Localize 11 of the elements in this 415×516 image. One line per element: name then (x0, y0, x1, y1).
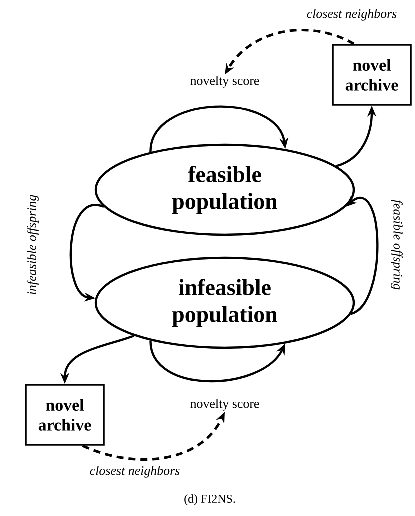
archive-box: novel archive (25, 384, 105, 446)
edge-label: closest neighbors (306, 8, 398, 22)
edge-label: closest neighbors (88, 465, 182, 479)
loop-arrow (150, 340, 286, 383)
edge-label: infeasible offspring (26, 194, 40, 296)
score-label: novelty score (190, 399, 260, 411)
score-label: novelty score (190, 76, 260, 88)
caption: (d) FI2NS. (184, 494, 236, 506)
archive-box: novel archive (332, 44, 412, 106)
edge-label: feasible offspring (390, 198, 404, 292)
loop-arrow (150, 106, 289, 152)
